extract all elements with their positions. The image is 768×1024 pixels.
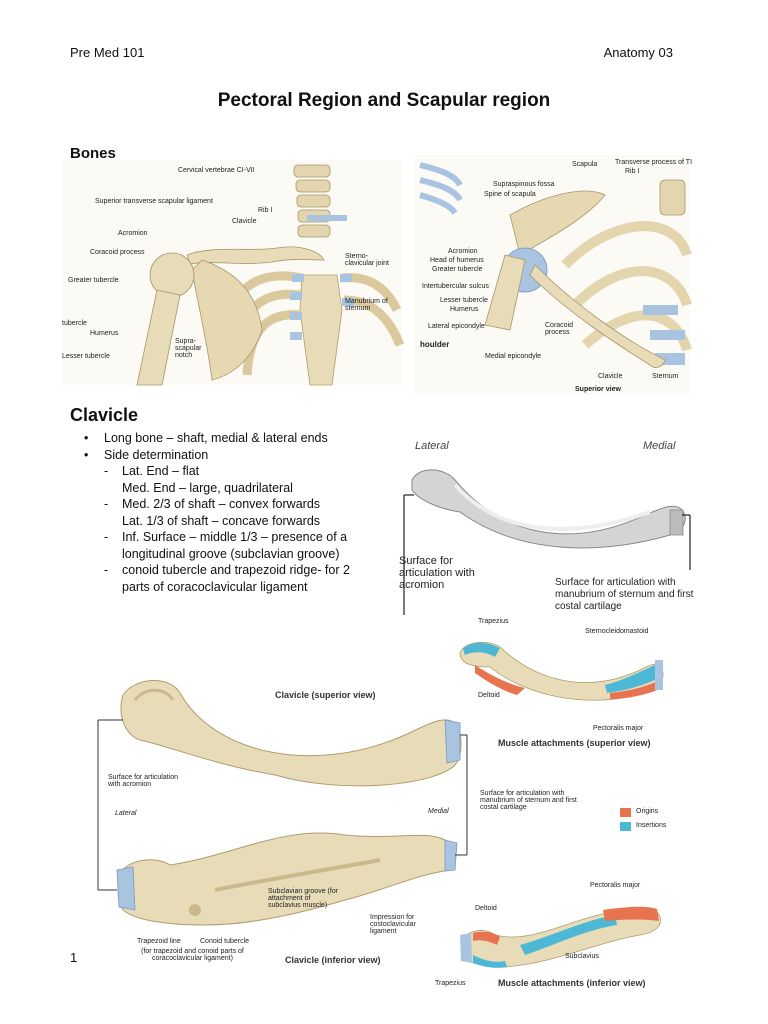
clavicle-heading: Clavicle [70, 405, 139, 425]
label-humerus-2: Humerus [450, 306, 479, 313]
header-left: Pre Med 101 [70, 45, 145, 60]
label-acromion: Acromion [118, 230, 148, 237]
legend-origins-swatch [620, 808, 631, 817]
label-supraspinous: Supraspinous fossa [493, 181, 555, 188]
label-trapezoid-line: Trapezoid line [137, 938, 181, 945]
muscle-superior-illustration [459, 641, 664, 701]
label-suprascapular: Supra-scapular notch [175, 338, 202, 359]
sub-item-cont: Med. End – large, quadrilateral [122, 480, 293, 495]
label-sternocleido: Sternocleidomastoid [585, 628, 649, 635]
grey-clavicle-illustration [403, 469, 691, 615]
sub-item-line: Lat. End – flat [122, 464, 200, 478]
sub-item: -conoid tubercle and trapezoid ridge- fo… [104, 563, 350, 577]
label-pectoralis-inf: Pectoralis major [590, 882, 641, 889]
label-sternoclavicular: Sterno-clavicular joint [345, 253, 389, 267]
label-greater-2: Greater tubercle [432, 266, 483, 273]
legend-origins-label: Origins [636, 808, 659, 815]
superior-shoulder-illustration [415, 155, 692, 395]
label-sup-transverse: Superior transverse scapular ligament [95, 198, 213, 205]
label-manubrium: Manubrium of sternum [345, 298, 388, 312]
label-lateral-big: Lateral [115, 810, 137, 817]
label-clavicle: Clavicle [232, 218, 257, 225]
label-cervical: Cervical vertebrae CI-VII [178, 167, 255, 174]
sub-item: -Med. 2/3 of shaft – convex forwards [104, 497, 321, 511]
page-number: 1 [70, 950, 78, 965]
label-lesser-tubercle: Lesser tubercle [62, 353, 110, 360]
caption-superior-view: Superior view [575, 386, 621, 393]
label-trapezoid-note: (for trapezoid and conoid parts of corac… [141, 948, 244, 962]
clavicle-views-illustration [97, 680, 468, 926]
label-lesser-2: Lesser tubercle [440, 297, 488, 304]
sub-item-line: conoid tubercle and trapezoid ridge- for… [122, 563, 350, 577]
label-conoid: Conoid tubercle [200, 938, 250, 945]
label-subclavian-groove: Subclavian groove (for attachment of sub… [268, 888, 339, 909]
label-medial-big: Medial [428, 808, 449, 815]
label-lateral-top: Lateral [415, 440, 449, 452]
clavicle-bullet-list: •Long bone – shaft, medial & lateral end… [70, 430, 400, 595]
label-surface-manubrium-top: Surface for articulation with manubrium … [555, 577, 694, 612]
label-surface-manubrium: Surface for articulation with manubrium … [480, 790, 577, 811]
bullet-text: Side determination [104, 447, 209, 462]
label-deltoid-sup: Deltoid [478, 692, 500, 699]
label-acromion-2: Acromion [448, 248, 478, 255]
caption-muscle-inferior: Muscle attachments (inferior view) [498, 978, 646, 988]
sub-item-cont: Lat. 1/3 of shaft – concave forwards [122, 513, 321, 528]
label-head-humerus: Head of humerus [430, 257, 484, 264]
label-pectoralis-sup: Pectoralis major [593, 725, 644, 732]
label-greater-tubercle: Greater tubercle [68, 277, 119, 284]
bones-heading: Bones [70, 145, 116, 162]
sub-item-cont: longitudinal groove (subclavian groove) [122, 546, 340, 561]
legend-insertions-label: Insertions [636, 822, 667, 829]
header-right: Anatomy 03 [603, 45, 673, 60]
label-rib1: Rib I [258, 207, 273, 214]
bullet-text: Long bone – shaft, medial & lateral ends [104, 431, 328, 445]
label-tubercle: tubercle [62, 320, 87, 327]
label-transverse: Transverse process of TI [615, 159, 693, 166]
caption-clavicle-superior: Clavicle (superior view) [275, 690, 376, 700]
label-humerus: Humerus [90, 330, 119, 337]
bullet-item: •Side determination [84, 447, 209, 462]
label-houlder: houlder [420, 340, 450, 349]
label-surface-acromion: Surface for articulation with acromion [108, 774, 179, 788]
caption-clavicle-inferior: Clavicle (inferior view) [285, 955, 381, 965]
label-sternum: Sternum [652, 373, 679, 380]
sub-item-cont: parts of coracoclavicular ligament [122, 579, 308, 594]
sub-item-line: Med. 2/3 of shaft – convex forwards [122, 497, 321, 511]
label-lateral-epicondyle: Lateral epicondyle [428, 323, 485, 330]
label-coracoid-2: Coracoid process [545, 322, 574, 336]
label-medial-epicondyle: Medial epicondyle [485, 353, 542, 360]
label-deltoid-inf: Deltoid [475, 905, 497, 912]
label-surface-acromion-top: Surface for articulation with acromion [399, 555, 475, 591]
page-title: Pectoral Region and Scapular region [217, 90, 551, 111]
label-impression: Impression for costoclavicular ligament [370, 914, 416, 935]
label-subclavius: Subclavius [565, 953, 599, 960]
label-rib1-2: Rib I [625, 168, 640, 175]
label-trapezius-inf: Trapezius [435, 980, 466, 987]
legend-insertions-swatch [620, 822, 631, 831]
muscle-inferior-illustration [460, 906, 661, 968]
label-coracoid: Coracoid process [90, 249, 145, 256]
label-intertubercular: Intertubercular sulcus [422, 283, 489, 290]
label-trapezius-sup: Trapezius [478, 618, 509, 625]
sub-item: -Lat. End – flat [104, 464, 200, 478]
label-medial-top: Medial [643, 440, 676, 452]
label-clavicle-2: Clavicle [598, 373, 623, 380]
sub-item: -Inf. Surface – middle 1/3 – presence of… [104, 530, 348, 544]
bullet-item: •Long bone – shaft, medial & lateral end… [84, 431, 328, 445]
label-spine: Spine of scapula [484, 191, 536, 198]
label-scapula-2: Scapula [572, 161, 598, 168]
sub-item-line: Inf. Surface – middle 1/3 – presence of … [122, 530, 348, 544]
anterior-shoulder-illustration [62, 160, 405, 386]
caption-muscle-superior: Muscle attachments (superior view) [498, 738, 651, 748]
